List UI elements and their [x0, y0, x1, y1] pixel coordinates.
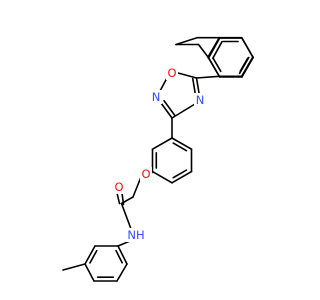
bond [160, 102, 173, 119]
bond [132, 176, 142, 198]
bond [197, 43, 210, 59]
bond [117, 245, 128, 265]
atom-o-carbonyl-label: O [114, 180, 123, 194]
bond [171, 137, 193, 150]
bond [240, 36, 254, 58]
bond [196, 58, 208, 78]
bond [116, 263, 128, 282]
bond [212, 40, 223, 60]
bond [151, 170, 173, 184]
atom-nh-amide-label: NH [127, 228, 144, 242]
bond [239, 57, 249, 73]
bond [171, 103, 196, 119]
bond [171, 170, 193, 184]
atom-o-ring: O [166, 66, 178, 80]
atom-o-ether-label: O [141, 167, 150, 181]
molecule-structure-diagram: O N N O O NH [62, 36, 254, 282]
atom-nh-amide: NH [126, 228, 146, 242]
bond [62, 263, 86, 271]
bond [212, 57, 222, 73]
atom-n-ring-right: N [194, 93, 206, 107]
bond [159, 77, 168, 92]
atom-labels: O N N O O NH [113, 66, 206, 242]
bond-skeleton [62, 36, 254, 282]
bond [121, 192, 125, 206]
bond [151, 137, 173, 150]
bond [120, 202, 132, 230]
bond [175, 36, 198, 46]
bond [191, 77, 197, 95]
bond [195, 75, 221, 79]
bond [195, 77, 200, 94]
atom-n-ring-right-label: N [196, 93, 205, 107]
bond [207, 56, 221, 78]
bond [172, 142, 188, 152]
bond [208, 77, 219, 96]
bond [172, 169, 188, 179]
bond [240, 56, 254, 78]
bond [84, 245, 96, 265]
atom-o-ether: O [140, 167, 152, 181]
bond [89, 249, 98, 264]
bond [84, 263, 95, 282]
atom-n-ring-left: N [150, 90, 162, 104]
bond [177, 72, 198, 79]
bond [115, 249, 123, 264]
bond [207, 36, 221, 58]
atom-o-carbonyl: O [113, 180, 125, 194]
atom-n-ring-left-label: N [152, 90, 161, 104]
bond [116, 192, 121, 205]
atom-o-ring-label: O [167, 66, 176, 80]
bond [163, 99, 176, 117]
